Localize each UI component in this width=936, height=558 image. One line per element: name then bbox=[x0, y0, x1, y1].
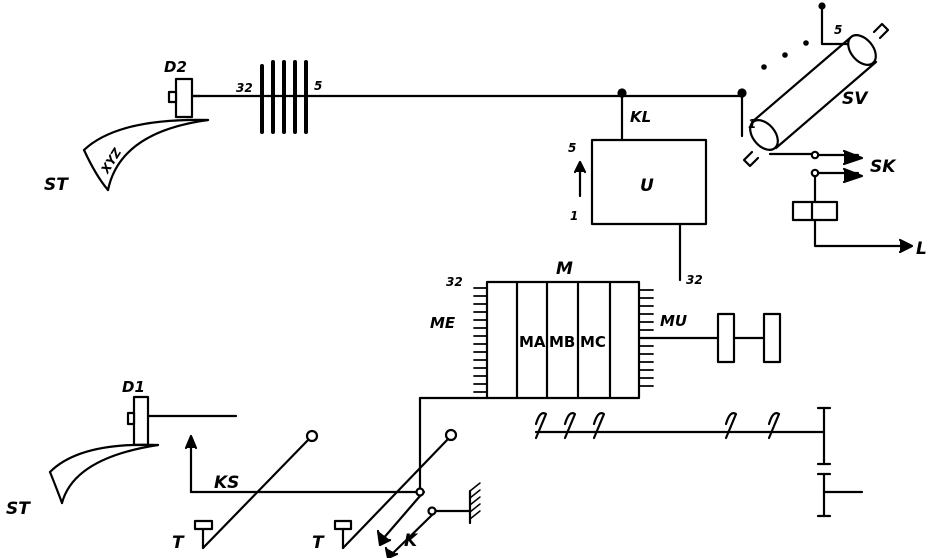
block-u bbox=[590, 138, 708, 226]
mu-output-lines bbox=[638, 289, 654, 387]
parallel-lines-bundle bbox=[260, 60, 308, 134]
arrow-up-u bbox=[573, 160, 587, 198]
contact-sk bbox=[768, 149, 864, 204]
key-left bbox=[193, 429, 319, 550]
label-me: ME bbox=[430, 314, 456, 332]
roller-dots bbox=[761, 40, 809, 70]
me-input-lines bbox=[473, 287, 488, 393]
switch-bank bbox=[534, 412, 826, 440]
label-kl: KL bbox=[630, 108, 651, 126]
label-m-32-left: 32 bbox=[446, 275, 463, 289]
printer-head-d2 bbox=[167, 77, 202, 119]
label-mc: MC bbox=[580, 333, 606, 351]
label-ma: MA bbox=[519, 333, 546, 351]
output-element-1 bbox=[716, 312, 736, 364]
roller-sv bbox=[742, 22, 890, 168]
label-sv: SV bbox=[842, 89, 869, 109]
label-m-32-right: 32 bbox=[686, 273, 703, 287]
label-u-1: 1 bbox=[570, 209, 578, 223]
contacts-k bbox=[376, 396, 489, 558]
label-u-5: 5 bbox=[568, 141, 576, 155]
label-u: U bbox=[640, 176, 654, 196]
label-t-right: T bbox=[312, 533, 325, 553]
ground-symbol bbox=[469, 482, 481, 520]
memory-block-m bbox=[485, 280, 641, 400]
label-k: K bbox=[404, 531, 419, 551]
label-ks: KS bbox=[214, 473, 239, 493]
label-sk: SK bbox=[870, 157, 897, 177]
paper-strip-bottom bbox=[48, 443, 160, 505]
label-sv-5: 5 bbox=[834, 23, 842, 37]
label-mb: MB bbox=[549, 333, 575, 351]
label-m: M bbox=[556, 259, 573, 279]
label-t-left: T bbox=[172, 533, 185, 553]
relay-coil bbox=[791, 200, 914, 254]
output-element-2 bbox=[762, 312, 782, 364]
printer-head-d1 bbox=[126, 395, 238, 447]
label-l: L bbox=[916, 239, 927, 259]
label-5-top: 5 bbox=[314, 79, 322, 93]
paper-strip-top bbox=[82, 118, 210, 192]
label-32-top: 32 bbox=[236, 81, 253, 95]
label-mu: MU bbox=[660, 312, 687, 330]
end-contact bbox=[816, 406, 864, 518]
label-d2: D2 bbox=[164, 58, 187, 76]
label-st-bottom: ST bbox=[6, 499, 31, 519]
label-d1: D1 bbox=[122, 378, 145, 396]
ks-line bbox=[184, 434, 426, 494]
roller-contact-5 bbox=[818, 2, 850, 46]
label-sv-1: 1 bbox=[748, 117, 756, 131]
key-right bbox=[333, 428, 458, 550]
label-st-top: ST bbox=[44, 175, 69, 195]
